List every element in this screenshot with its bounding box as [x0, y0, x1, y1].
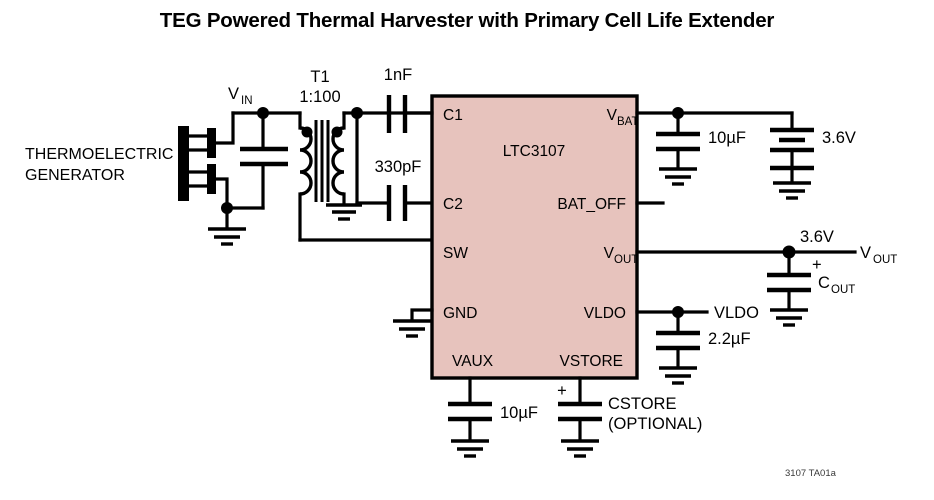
cout-label-subscript: OUT	[831, 284, 855, 296]
cstore-label-line2: (OPTIONAL)	[608, 415, 702, 433]
cstore-polarity-plus: +	[557, 382, 567, 400]
cout-polarity-plus: +	[812, 256, 822, 274]
cstore-label-line1: CSTORE	[608, 395, 676, 413]
capacitor-cstore	[558, 376, 602, 458]
pin-label-c2: C2	[443, 196, 463, 213]
cap-1nf-label: 1nF	[384, 66, 412, 84]
teg-label-line1: THERMOELECTRIC	[25, 146, 173, 163]
ic-part-number: LTC3107	[503, 143, 566, 160]
pin-label-vout-subscript: OUT	[614, 254, 638, 266]
cap-330pf-label: 330pF	[375, 158, 422, 176]
transformer-t1	[298, 111, 362, 242]
input-capacitor	[221, 107, 302, 214]
pin-label-vstore: VSTORE	[560, 353, 623, 370]
vin-label-subscript: IN	[241, 95, 253, 107]
pin-label-vbat: V	[607, 107, 618, 124]
capacitor-330pf	[355, 111, 434, 221]
capacitor-vbat-10uf	[656, 111, 700, 186]
cap-vldo-label: 2.2µF	[708, 330, 751, 348]
battery-3v6	[770, 111, 814, 200]
pin-label-sw: SW	[443, 245, 468, 262]
capacitor-vaux-10uf	[448, 376, 492, 458]
capacitor-cout	[767, 250, 811, 327]
pin-label-gnd: GND	[443, 305, 477, 322]
wire-pin-gnd	[410, 308, 434, 322]
ic-body-ltc3107	[430, 94, 639, 380]
ground-input	[208, 206, 246, 246]
battery-voltage-label: 3.6V	[822, 129, 856, 147]
footer-reference: 3107 TA01a	[785, 468, 837, 479]
vout-terminal-label-subscript: OUT	[873, 254, 897, 266]
pin-label-vbat-subscript: BAT	[617, 116, 639, 128]
transformer-designator: T1	[310, 68, 329, 86]
cap-vaux-label: 10µF	[500, 404, 538, 422]
capacitor-vldo-22uf	[656, 310, 700, 385]
pin-label-c1: C1	[443, 107, 463, 124]
ground-gnd-pin	[393, 319, 431, 338]
pin-label-vldo: VLDO	[584, 305, 626, 322]
teg-label-line2: GENERATOR	[25, 167, 125, 184]
vout-voltage-label: 3.6V	[800, 228, 834, 246]
vout-terminal-label: V	[860, 244, 871, 262]
cout-label: C	[818, 274, 830, 292]
pin-label-bat-off: BAT_OFF	[557, 196, 626, 213]
pin-label-vaux: VAUX	[452, 353, 494, 370]
vldo-terminal-label: VLDO	[714, 304, 759, 322]
thermoelectric-generator-symbol	[178, 111, 235, 210]
transformer-ratio: 1:100	[299, 88, 340, 106]
cap-vbat-label: 10µF	[708, 129, 746, 147]
pin-label-vout: V	[604, 245, 615, 262]
page-title: TEG Powered Thermal Harvester with Prima…	[160, 9, 775, 32]
vin-label: V	[228, 85, 239, 103]
